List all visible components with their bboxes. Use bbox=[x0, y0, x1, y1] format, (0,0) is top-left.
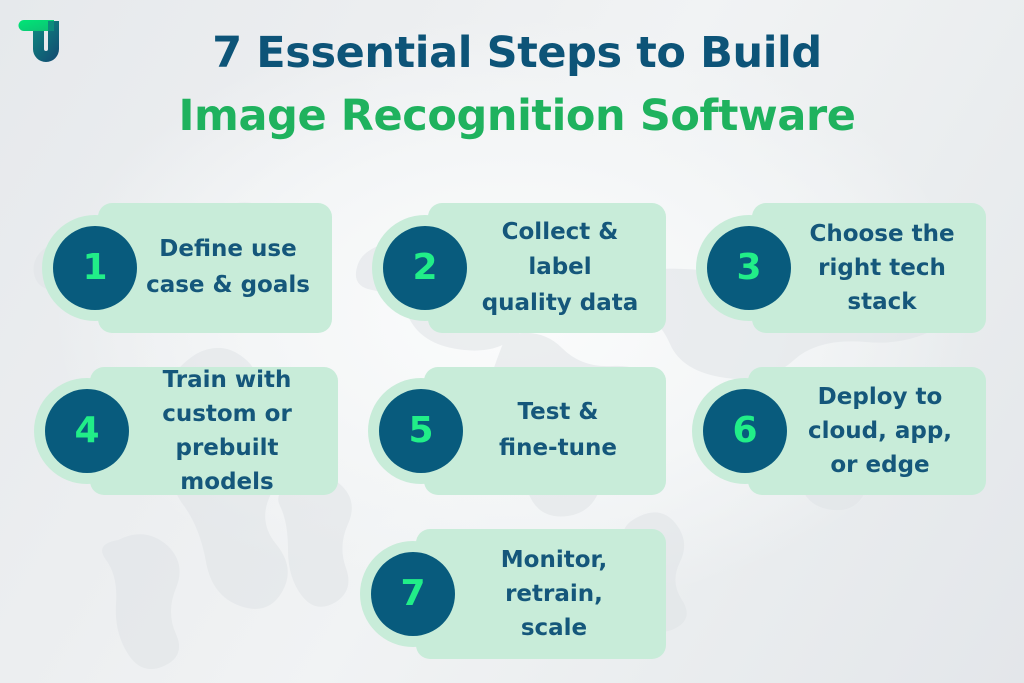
title-line-1: 7 Essential Steps to Build bbox=[212, 28, 822, 78]
step-number-5: 5 bbox=[408, 410, 434, 451]
step-number-badge-6: 6 bbox=[703, 389, 787, 473]
page-title: 7 Essential Steps to Build Image Recogni… bbox=[112, 22, 922, 148]
tu-monogram-logo bbox=[18, 20, 59, 62]
step-number-badge-3: 3 bbox=[707, 226, 791, 310]
step-number-badge-4: 4 bbox=[45, 389, 129, 473]
title-line-2: Image Recognition Software bbox=[178, 91, 856, 142]
step-card-5[interactable]: 5 Test &fine-tune bbox=[368, 367, 666, 495]
step-number-4: 4 bbox=[74, 410, 100, 451]
step-number-2: 2 bbox=[412, 247, 438, 288]
step-label-5: Test &fine-tune bbox=[499, 399, 617, 461]
step-number-3: 3 bbox=[736, 247, 762, 288]
step-number-6: 6 bbox=[732, 410, 758, 451]
step-number-badge-5: 5 bbox=[379, 389, 463, 473]
step-text-wrap-7: Monitor,retrain,scale bbox=[416, 529, 654, 659]
step-number-badge-1: 1 bbox=[53, 226, 137, 310]
step-number-badge-2: 2 bbox=[383, 226, 467, 310]
step-number-badge-7: 7 bbox=[371, 552, 455, 636]
step-number-7: 7 bbox=[400, 573, 426, 614]
step-card-7[interactable]: 7 Monitor,retrain,scale bbox=[360, 529, 666, 659]
step-label-7: Monitor,retrain,scale bbox=[500, 546, 608, 642]
step-number-1: 1 bbox=[82, 247, 108, 288]
